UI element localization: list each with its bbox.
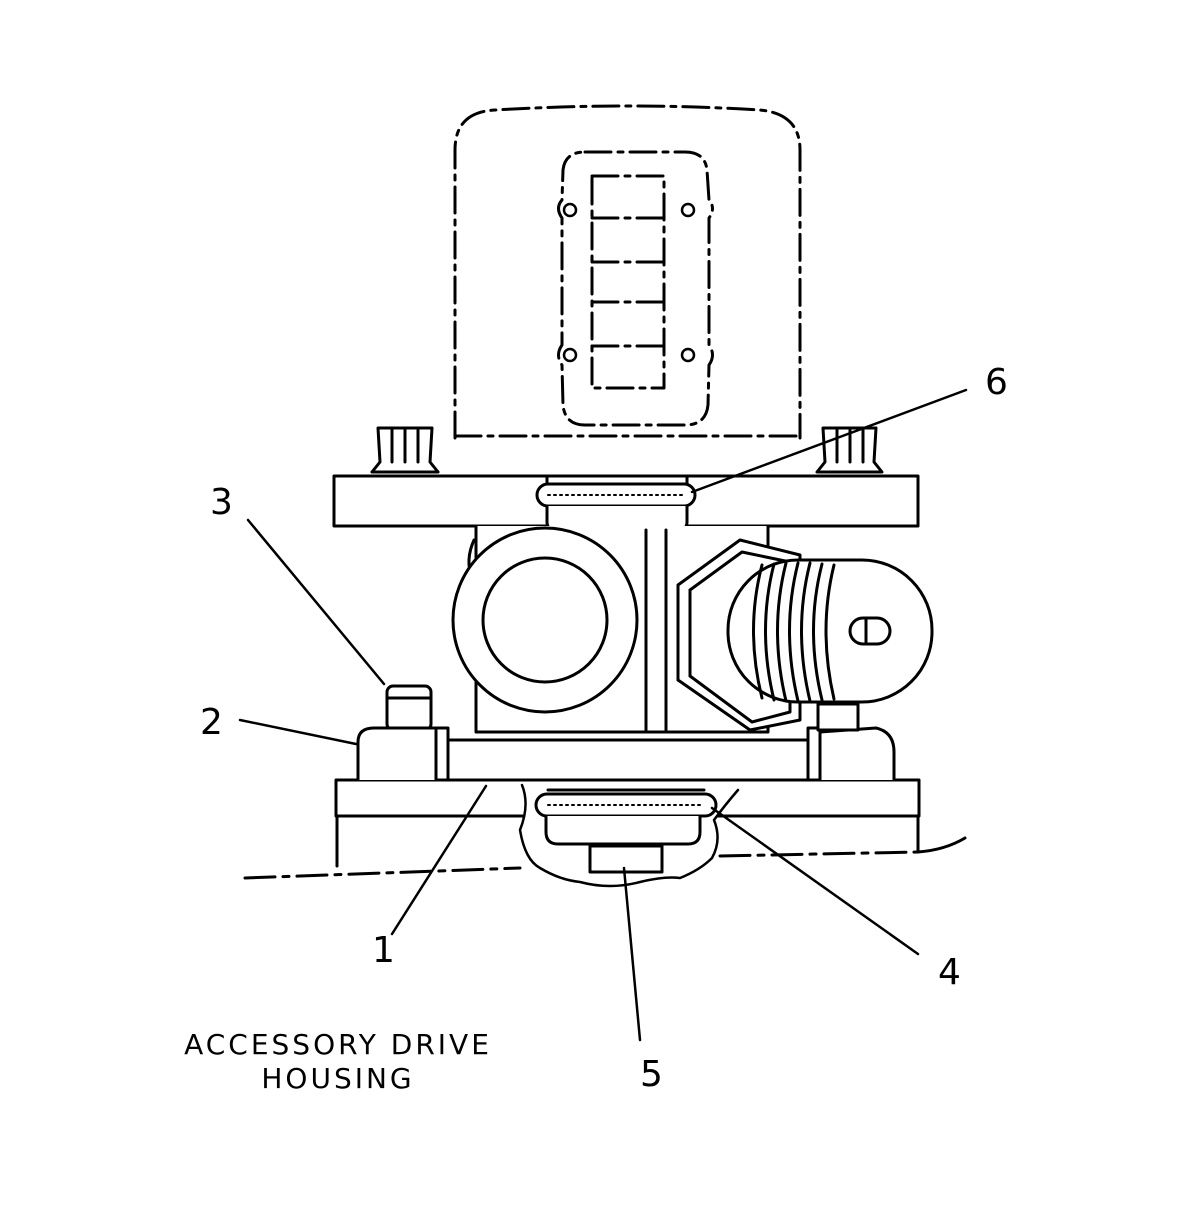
window-screws <box>562 202 696 363</box>
callout-3: 3 <box>210 482 233 523</box>
caption-line-1: ACCESSORY DRIVE <box>184 1028 492 1061</box>
callout-5: 5 <box>640 1054 663 1095</box>
quick-connector <box>726 558 934 704</box>
leader-4 <box>710 806 920 956</box>
callout-4: 4 <box>938 952 961 993</box>
locating-block-left <box>356 726 450 782</box>
leader-1 <box>390 784 488 936</box>
leader-3 <box>246 518 386 686</box>
callout-6: 6 <box>985 362 1008 403</box>
leader-6 <box>690 388 968 494</box>
leader-lines <box>238 388 968 1042</box>
callout-2: 2 <box>200 702 223 743</box>
leader-5 <box>622 866 642 1042</box>
caption-line-2: HOUSING <box>261 1062 414 1095</box>
filter-canister <box>453 104 802 440</box>
lower-oring-seal <box>534 788 718 846</box>
adapter-plate <box>438 738 812 782</box>
leader-2 <box>238 718 358 746</box>
upper-oring-seal <box>535 474 697 532</box>
locating-block-right <box>806 702 896 782</box>
locating-pin-left <box>385 684 433 732</box>
drive-shaft <box>588 844 664 874</box>
bracket-bolt-right <box>815 426 884 474</box>
callout-1: 1 <box>372 930 395 971</box>
bracket-bolt-left <box>370 426 440 474</box>
